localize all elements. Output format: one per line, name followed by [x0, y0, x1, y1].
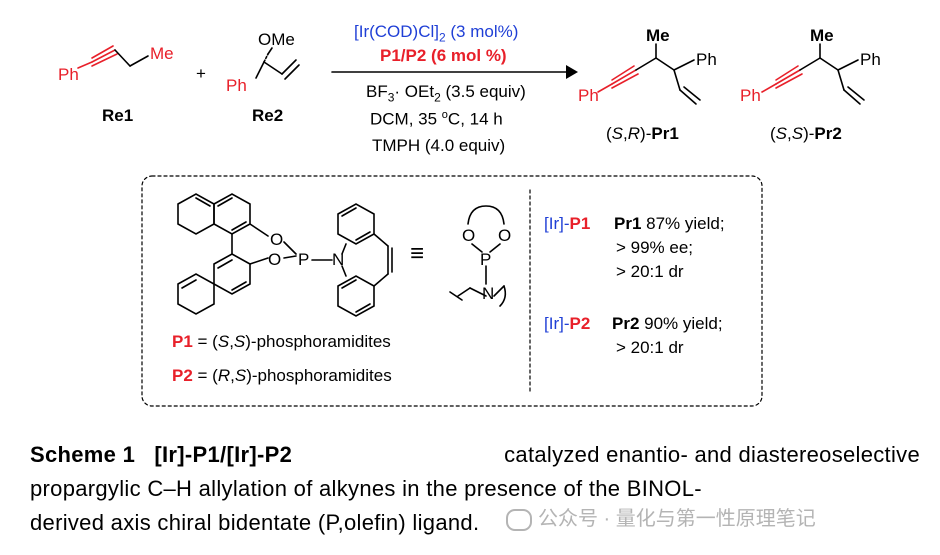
re1-me-label: Me	[150, 44, 174, 63]
result-p2-yield: Pr2 90% yield;	[612, 314, 723, 333]
pr2-ph-top-label: Ph	[860, 50, 881, 69]
re2-structure	[255, 47, 300, 80]
pr2-ph-left-label: Ph	[740, 86, 761, 105]
condition-solvent-temp: DCM, 35 oC, 14 h	[370, 109, 503, 129]
equivalence-sign: ≡	[410, 240, 425, 267]
ligand-atom-p: P	[298, 250, 310, 269]
simplified-ligand-structure	[449, 205, 507, 307]
condition-base: TMPH (4.0 equiv)	[372, 136, 506, 155]
caption-line-2: propargylic C–H allylation of alkynes in…	[30, 476, 702, 501]
caption-title: Scheme 1	[30, 442, 136, 467]
condition-lewis-acid: BF3· OEt2 (3.5 equiv)	[366, 82, 526, 105]
pr1-ph-left-label: Ph	[578, 86, 599, 105]
ligand-box	[141, 175, 763, 407]
pr1-me-label: Me	[646, 26, 670, 45]
re2-ome-label: OMe	[258, 30, 295, 49]
condition-ligand: P1/P2 (6 mol %)	[380, 46, 507, 65]
result-p2-dr: > 20:1 dr	[616, 338, 684, 357]
pr2-label: (S,S)-Pr2	[770, 124, 842, 143]
re2-label: Re2	[252, 106, 284, 125]
condition-catalyst: [Ir(COD)Cl]2 (3 mol%)	[354, 22, 519, 45]
re1-structure	[77, 45, 149, 69]
plus-sign: +	[196, 64, 206, 83]
re1-label: Re1	[102, 106, 134, 125]
result-p1-header: [Ir]-P1	[544, 214, 591, 233]
result-p2-header: [Ir]-P2	[544, 314, 591, 333]
wechat-icon	[506, 508, 532, 531]
caption-bold: [Ir]-P1/[Ir]-P2	[154, 442, 293, 467]
ligand-atom-o2: O	[268, 250, 282, 269]
simple-atom-p: P	[480, 250, 492, 269]
simple-atom-o2: O	[498, 226, 512, 245]
caption: Scheme 1 [Ir]-P1/[Ir]-P2 catalyzed enant…	[30, 438, 920, 540]
pr1-structure	[597, 43, 701, 105]
caption-line-3: derived axis chiral bidentate (P,olefin)…	[30, 510, 480, 535]
caption-line-1: Scheme 1 [Ir]-P1/[Ir]-P2 catalyzed enant…	[30, 438, 920, 472]
binol-ligand-structure	[177, 193, 393, 317]
p2-definition: P2 = (R,S)-phosphoramidites	[172, 366, 392, 385]
result-p1-yield: Pr1 87% yield;	[614, 214, 725, 233]
simple-atom-n: N	[482, 284, 495, 303]
result-p1-ee: > 99% ee;	[616, 238, 694, 257]
arrow-head-icon	[566, 65, 578, 79]
pr1-ph-top-label: Ph	[696, 50, 717, 69]
ligand-atom-o1: O	[270, 230, 284, 249]
re1-ph-label: Ph	[58, 65, 79, 84]
p1-definition: P1 = (S,S)-phosphoramidites	[172, 332, 391, 351]
caption-line1-rest: catalyzed enantio- and diastereoselectiv…	[504, 442, 920, 467]
pr2-me-label: Me	[810, 26, 834, 45]
ligand-atom-n: N	[332, 250, 345, 269]
re2-ph-label: Ph	[226, 76, 247, 95]
simple-atom-o1: O	[462, 226, 476, 245]
watermark: 公众号 · 量化与第一性原理笔记	[506, 502, 816, 531]
pr1-label: (S,R)-Pr1	[606, 124, 679, 143]
result-p1-dr: > 20:1 dr	[616, 262, 684, 281]
pr2-structure	[761, 43, 865, 105]
